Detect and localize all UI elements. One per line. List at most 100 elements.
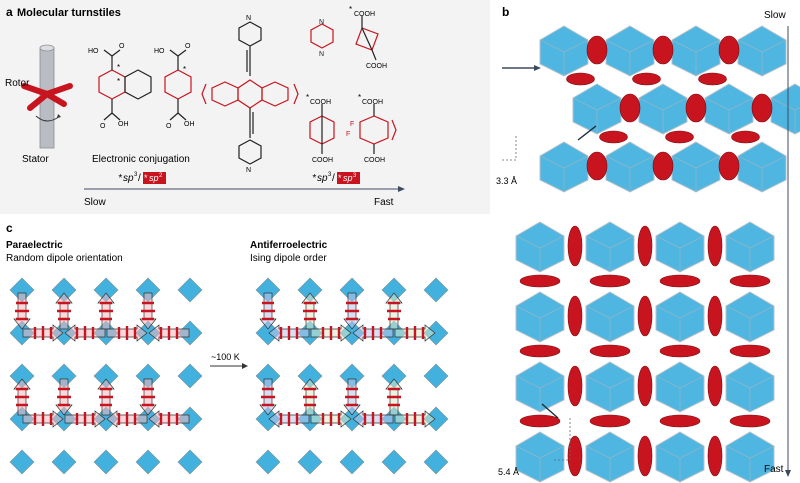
linker-rotor <box>345 301 359 321</box>
panel-a-title: Molecular turnstiles <box>17 7 121 19</box>
linker-rotor <box>405 326 425 340</box>
cluster-edge <box>725 235 775 272</box>
panel-a-fast-label: Fast <box>374 197 394 208</box>
rotor-sphere <box>567 225 583 267</box>
linker-rotor <box>261 387 275 407</box>
antiferroelectric-lattice <box>255 277 449 475</box>
cluster-edge <box>585 445 635 482</box>
mol6-cooh-top: COOH <box>310 99 331 106</box>
rotor-sphere <box>698 72 727 86</box>
hybrid-left-slash: / <box>138 173 141 184</box>
hybrid-left-plain: sp <box>123 173 134 184</box>
speed-axis-arrowhead <box>398 186 405 192</box>
rotor-sphere <box>589 274 631 288</box>
cluster-edge <box>655 235 705 272</box>
distance-arrow-top <box>577 125 597 141</box>
mol5-star-top: * <box>349 5 352 14</box>
rotor-sphere <box>659 414 701 428</box>
molecule-difluoro-bicycle <box>359 104 397 154</box>
molecule-dipyridyl-anthracene <box>201 21 299 165</box>
dist-top-leader <box>502 136 517 161</box>
cluster-edge <box>655 375 705 412</box>
cluster-node <box>297 449 323 475</box>
linker-rotor <box>345 387 359 407</box>
rotor-sphere <box>659 274 701 288</box>
rotor-sphere <box>637 225 653 267</box>
linker-rotor <box>141 387 155 407</box>
cluster-node <box>51 449 77 475</box>
rotor-sphere <box>567 435 583 477</box>
hybrid-right-box-sup: 3 <box>353 173 357 179</box>
rotor-sphere <box>586 35 608 65</box>
rotor-sphere <box>519 274 561 288</box>
cluster-edge <box>539 155 589 192</box>
rotor-sphere <box>637 435 653 477</box>
metal-cluster <box>770 83 800 135</box>
hybrid-right-plain-sup: 3 <box>328 172 332 178</box>
rotor-sphere <box>589 344 631 358</box>
hybrid-right: * sp 3 / * sp 3 <box>312 172 360 184</box>
cluster-node <box>423 449 449 475</box>
rotor-sphere <box>707 295 723 337</box>
mol1-star-1: * <box>117 63 120 72</box>
mol7-cooh-top: COOH <box>362 99 383 106</box>
cluster-edge <box>638 97 688 134</box>
panel-a-molecular-turnstiles: a Molecular turnstiles Rotor Stator HO O… <box>0 0 490 214</box>
crystal-structure-slow <box>539 25 800 193</box>
stator-label: Stator <box>22 154 49 165</box>
cluster-node <box>135 449 161 475</box>
antiferroelectric-subtitle: Ising dipole order <box>250 253 327 264</box>
distance-5-4-label: 5.4 Å <box>498 467 519 477</box>
mol2-oh: OH <box>184 121 195 128</box>
linker-rotor <box>99 387 113 407</box>
mol2-o-top: O <box>185 43 191 50</box>
mol4-n-bottom: N <box>319 51 324 58</box>
cluster-edge <box>671 155 721 192</box>
rotor-sphere <box>731 130 760 144</box>
cluster-node <box>423 363 449 389</box>
linker-rotor <box>363 412 383 426</box>
crystal-structure-fast <box>515 221 775 483</box>
turnstile-schematic <box>21 44 73 149</box>
cluster-edge <box>585 305 635 342</box>
rotor-sphere <box>619 93 641 123</box>
linker-rotor <box>117 326 137 340</box>
mol6-star: * <box>306 93 309 102</box>
linker-rotor <box>303 301 317 321</box>
cluster-edge <box>725 375 775 412</box>
linker-rotor <box>75 326 95 340</box>
hybrid-left-box-star: * <box>144 173 148 183</box>
hybrid-left: * sp 3 / * sp 2 <box>118 172 166 184</box>
paraelectric-title: Paraelectric <box>6 240 63 251</box>
linker-rotor <box>159 326 179 340</box>
panel-b-svg: b Slow Fast 3.3 Å 5.4 Å <box>496 5 800 483</box>
rotor-sphere <box>729 274 771 288</box>
rotor-sphere <box>637 365 653 407</box>
rotor-sphere <box>707 365 723 407</box>
transition-temperature-label: ~100 K <box>211 352 240 362</box>
mol2-o-bottom: O <box>166 123 172 130</box>
hybrid-left-box-text: sp <box>149 173 159 183</box>
hybrid-left-box <box>143 172 166 184</box>
mol3-n-top: N <box>246 15 251 22</box>
rotor-sphere <box>729 414 771 428</box>
cluster-edge <box>725 305 775 342</box>
cluster-edge <box>655 305 705 342</box>
cluster-edge <box>655 445 705 482</box>
linker-rotor <box>57 301 71 321</box>
linker-rotor <box>99 301 113 321</box>
mol7-cooh-bottom: COOH <box>364 157 385 164</box>
linker-rotor <box>387 387 401 407</box>
transition-arrow-head <box>242 363 248 369</box>
hybrid-left-plain-sup: 3 <box>134 172 138 178</box>
mol5-cooh-top: COOH <box>354 11 375 18</box>
linker-rotor <box>303 387 317 407</box>
antiferroelectric-title: Antiferroelectric <box>250 240 328 251</box>
cluster-edge <box>737 155 787 192</box>
rotation-arrow-head <box>57 114 61 118</box>
linker-rotor <box>279 412 299 426</box>
mol6-cooh-bottom: COOH <box>312 157 333 164</box>
cluster-node <box>93 449 119 475</box>
linker-rotor <box>57 387 71 407</box>
panel-c-svg: c Paraelectric Random dipole orientation… <box>6 221 449 475</box>
